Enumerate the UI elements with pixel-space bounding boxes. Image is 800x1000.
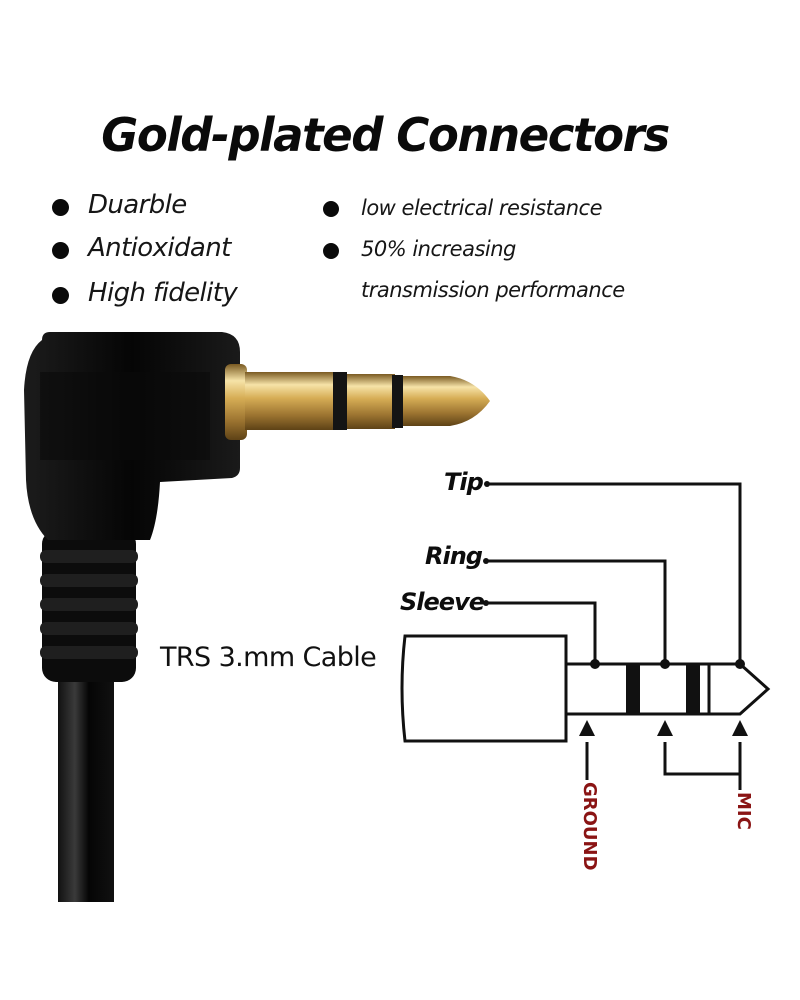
bullet-icon <box>52 199 69 216</box>
bullet-icon <box>323 243 339 259</box>
cable-label: TRS 3.mm Cable <box>160 642 377 673</box>
feature-high-fidelity: High fidelity <box>88 278 238 308</box>
feature-durable: Duarble <box>88 190 187 220</box>
feature-antioxidant: Antioxidant <box>88 233 231 263</box>
sleeve-label: Sleeve <box>400 588 485 616</box>
bullet-icon <box>323 201 339 217</box>
arrow-up-icon <box>579 720 748 736</box>
tip-label: Tip <box>444 468 484 496</box>
feature-transmission-line2: transmission performance <box>361 278 625 302</box>
ground-label: GROUND <box>579 782 600 871</box>
cable <box>58 670 114 902</box>
plug-collar <box>225 364 247 440</box>
diagram-tip <box>707 662 771 716</box>
diagram-cable <box>400 634 568 743</box>
bullet-icon <box>52 287 69 304</box>
strain-relief <box>40 530 138 682</box>
bullet-icon <box>52 242 69 259</box>
feature-transmission-line1: 50% increasing <box>361 237 516 261</box>
mic-label: MIC <box>733 792 754 830</box>
ring-label: Ring <box>425 542 483 570</box>
page-title: Gold-plated Connectors <box>101 108 670 162</box>
feature-low-resistance: low electrical resistance <box>361 196 603 220</box>
